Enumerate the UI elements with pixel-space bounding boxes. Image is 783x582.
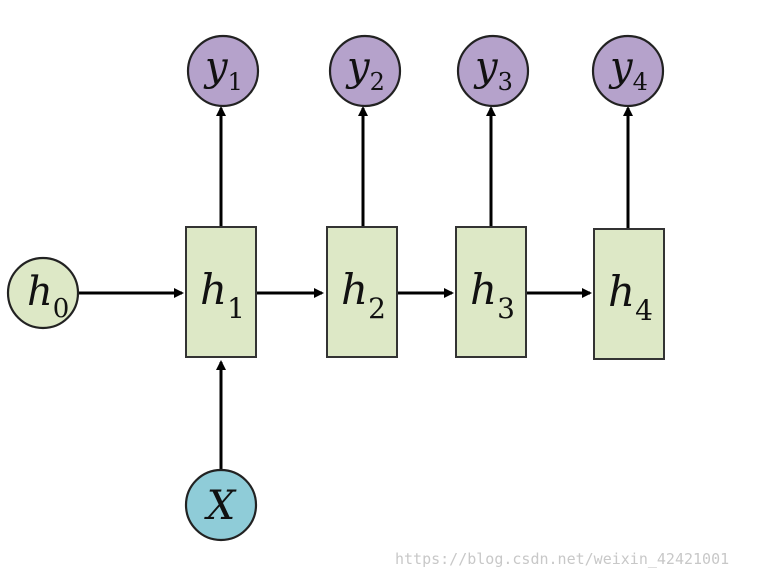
node-h1-symbol: h (200, 265, 227, 314)
node-y3-subscript: 3 (498, 68, 513, 96)
node-y4-symbol: y (608, 44, 634, 90)
svg-text:y3: y3 (473, 44, 513, 96)
svg-text:h4: h4 (608, 267, 653, 327)
svg-text:h1: h1 (200, 265, 245, 325)
node-x-symbol: X (204, 483, 237, 529)
svg-text:y1: y1 (203, 44, 243, 96)
node-y1-subscript: 1 (228, 68, 243, 96)
node-h4-symbol: h (608, 267, 635, 316)
watermark-url: https://blog.csdn.net/weixin_42421001 (395, 550, 730, 568)
svg-text:h2: h2 (341, 265, 386, 325)
node-h4: h4 (593, 228, 665, 360)
node-h3-symbol: h (470, 265, 497, 314)
node-y3-symbol: y (473, 44, 499, 90)
node-y4-subscript: 4 (633, 68, 648, 96)
svg-text:y2: y2 (345, 44, 385, 96)
node-h2: h2 (326, 226, 398, 358)
node-h0: h0 (6, 256, 80, 330)
node-h0-symbol: h (27, 269, 53, 315)
node-y2-subscript: 2 (370, 68, 385, 96)
node-h3-subscript: 3 (497, 292, 515, 325)
node-h2-symbol: h (341, 265, 368, 314)
node-x: X (184, 468, 258, 542)
node-y2: y2 (328, 34, 402, 108)
node-y3: y3 (456, 34, 530, 108)
svg-text:h3: h3 (470, 265, 515, 325)
node-y4: y4 (591, 34, 665, 108)
node-y2-symbol: y (345, 44, 371, 90)
svg-text:y4: y4 (608, 44, 648, 96)
node-h1-subscript: 1 (227, 292, 245, 325)
node-h2-subscript: 2 (368, 292, 386, 325)
node-h1: h1 (185, 226, 257, 358)
node-h4-subscript: 4 (635, 294, 653, 327)
node-y1: y1 (186, 34, 260, 108)
node-y1-symbol: y (203, 44, 229, 90)
node-h0-subscript: 0 (53, 294, 70, 324)
node-h3: h3 (455, 226, 527, 358)
svg-text:h0: h0 (27, 269, 69, 324)
